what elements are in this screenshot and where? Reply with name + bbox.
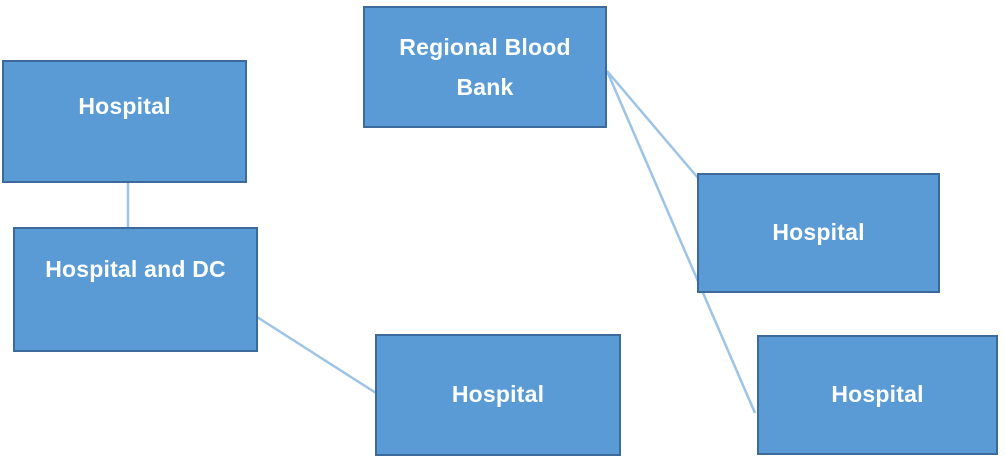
node-hospital-and-dc: Hospital and DC [13, 227, 258, 352]
node-hospital-right: Hospital [697, 173, 940, 293]
node-hospital-top-left: Hospital [2, 60, 247, 183]
node-label: Hospital [772, 219, 865, 246]
node-hospital-bottom-right: Hospital [757, 335, 998, 455]
node-label: Hospital and DC [45, 255, 226, 282]
edge-hospital-and-dc-to-hospital-bottom-center [256, 315, 377, 395]
node-regional-blood-bank: Regional Blood Bank [363, 6, 607, 128]
node-label: Hospital [78, 92, 171, 119]
edge-regional-blood-bank-to-hospital-right [606, 70, 699, 179]
node-label: Hospital [451, 381, 545, 408]
edge-regional-blood-bank-to-hospital-bottom-right [605, 70, 757, 414]
node-label: Hospital [831, 381, 924, 408]
node-label: Regional Blood Bank [399, 33, 571, 100]
node-hospital-bottom-center: Hospital [375, 334, 621, 456]
